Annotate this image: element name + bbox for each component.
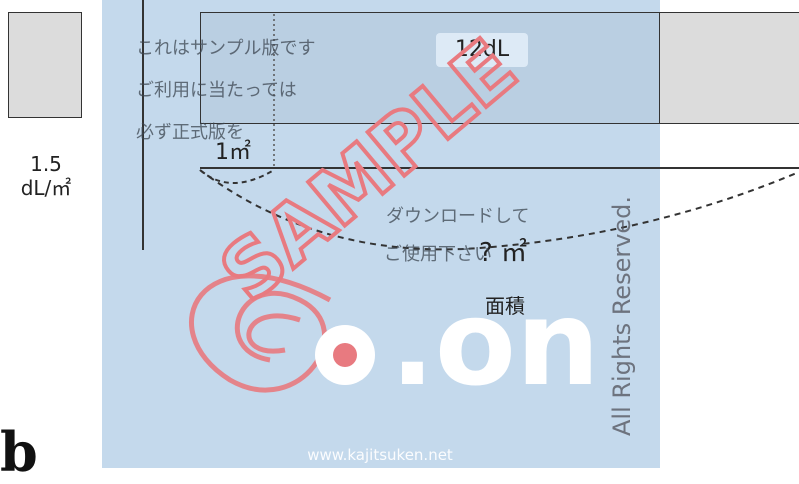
rate-value: 1.5 [30, 152, 62, 176]
left-gray-box [8, 12, 82, 118]
rights-notice: All Rights Reserved. [608, 196, 636, 436]
notice-line-2: ご利用に当たっては [136, 80, 297, 101]
notice-line-1: これはサンプル版です [136, 38, 316, 59]
logo-text: .on [390, 274, 600, 412]
rate-label: 1.5 dL/㎡ [6, 152, 86, 200]
right-gray-box [660, 12, 799, 124]
paint-amount-label: 12dL [436, 33, 528, 67]
area-caption: 面積 [485, 294, 525, 318]
watermark-panel [102, 0, 660, 468]
unknown-area-label: ? ㎡ [478, 238, 528, 268]
rights-text: All Rights Reserved. [608, 196, 636, 436]
stamp-swirl-inner [246, 313, 301, 354]
footer-url: www.kajitsuken.net [307, 446, 453, 464]
diagram-lines [142, 0, 799, 251]
partial-glyph: b [0, 420, 38, 484]
stamp-swirl [189, 273, 332, 393]
notice-line-4: ダウンロードして [386, 206, 530, 227]
logo-dot-inner [333, 343, 357, 367]
sample-stamp: SAMPLE .on [189, 21, 600, 412]
unit-brace [199, 169, 275, 184]
unit-area-label: 1㎡ [215, 140, 251, 165]
area-brace [199, 169, 799, 251]
notice-line-3: 必ず正式版を [136, 122, 244, 143]
wall-rectangle [200, 12, 660, 124]
rate-unit: dL/㎡ [20, 176, 72, 200]
notice-line-5: ご使用下さい [384, 244, 492, 265]
